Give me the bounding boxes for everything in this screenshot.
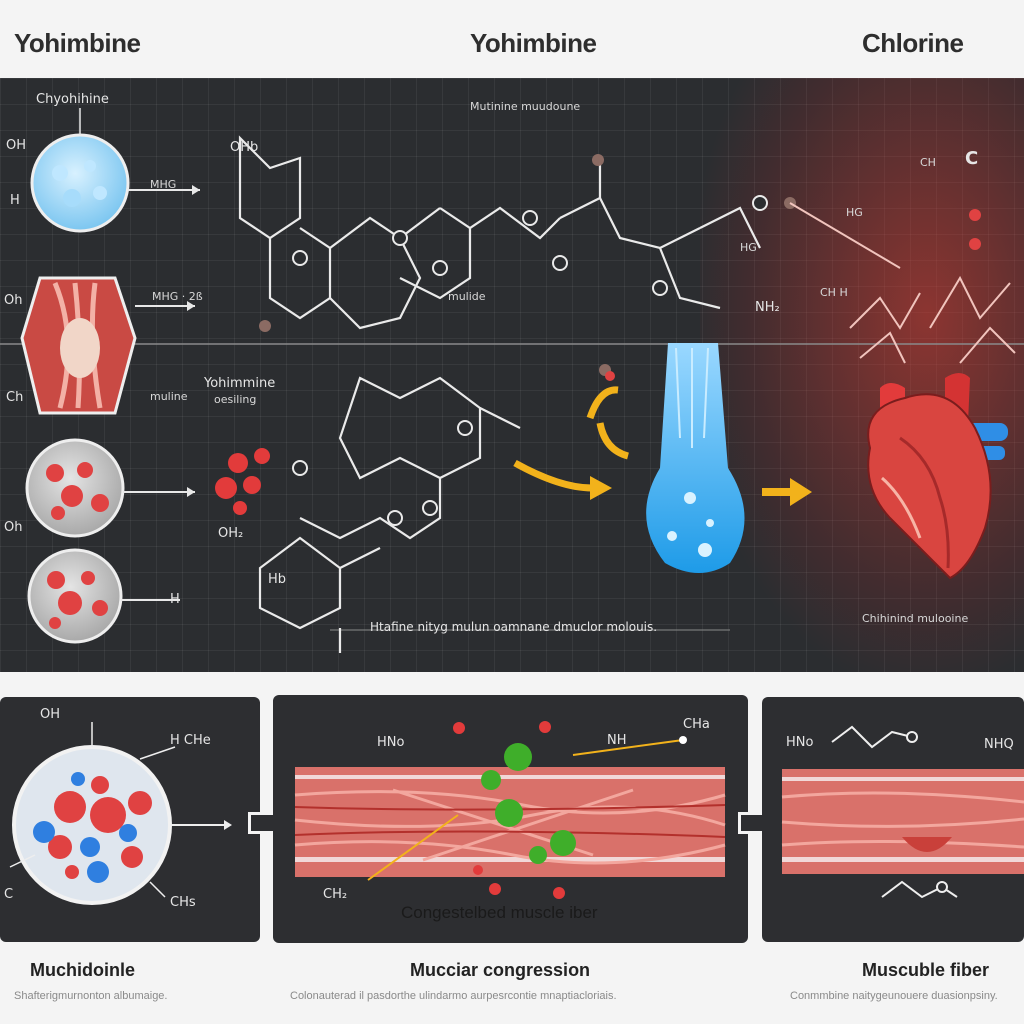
molecule-drawing <box>0 108 1024 653</box>
label-oh-3: Oh <box>4 520 23 535</box>
title-right: Chlorine <box>862 28 964 58</box>
heart-caption: Chihinind mulooine <box>862 612 969 625</box>
fiber-text: Congestelbed muscle iber <box>401 903 598 922</box>
label-ch-right: CH <box>920 156 936 169</box>
red-glow <box>700 78 1024 672</box>
label-mhg: MHG <box>150 178 177 191</box>
title-left: Yohimbine <box>14 28 141 58</box>
panel-left-label-chs: CHs <box>170 895 196 910</box>
water-drop <box>646 343 745 573</box>
panel-center: HNo NH CHa CH₂ Congestelbed muscle iber <box>273 695 748 943</box>
label-hg-right2: HG <box>740 241 757 254</box>
blue-cell-circle <box>30 133 130 233</box>
panel-right-label-nhq: NHQ <box>984 737 1014 752</box>
panel-right-label-hn: HNo <box>786 735 814 750</box>
label-muline: muline <box>150 390 188 403</box>
caption-left: Muchidoinle <box>30 960 135 980</box>
panel-left-label-c: C <box>4 887 14 902</box>
label-c-right: C <box>965 148 979 169</box>
label-ch-1: Ch <box>6 390 24 405</box>
label-yohimine: Yohimmine <box>204 376 276 391</box>
yellow-arrow-2 <box>762 488 792 496</box>
caption-center: Mucciar congression <box>410 960 591 980</box>
label-h: H <box>10 193 20 208</box>
subcaption-right: Conmmbine naitygeunouere duasionpsiny. <box>790 990 998 1002</box>
label-top-left: Chyohihine <box>36 92 109 107</box>
panel-left-label-oh: OH <box>40 707 61 722</box>
panel-left: OH H CHe C CHs <box>0 697 260 942</box>
label-chh-right: CH H <box>820 286 848 299</box>
label-mulide: mulide <box>448 290 486 303</box>
label-oesiling: oesiling <box>214 393 257 406</box>
panel-center-label-hn: HNo <box>377 735 405 750</box>
panel-right: HNo NHQ <box>762 697 1024 942</box>
label-oh-2: Oh <box>4 293 23 308</box>
label-h-2: H <box>170 592 180 607</box>
heart-illustration <box>867 373 1008 580</box>
subcaption-left: Shafterigmurnonton albumaige. <box>14 990 168 1002</box>
panel-center-label-nh: NH <box>607 733 627 748</box>
panel-left-label-hche: H CHe <box>170 733 211 748</box>
label-hb: Hb <box>268 572 287 587</box>
bottom-caption: Htafine nityg mulun oamnane dmuclor molo… <box>370 620 658 634</box>
diagram-board: Chyohihine Mutinine muudoune OH H MHG MH… <box>0 78 1024 672</box>
panel-center-label-ch2: CH₂ <box>323 887 348 902</box>
label-mhg-2: MHG · 2ß <box>152 290 203 303</box>
label-oh2: OH₂ <box>218 526 244 541</box>
subcaption-center: Colonauterad il pasdorthe ulindarmo aurp… <box>290 990 617 1002</box>
title-center: Yohimbine <box>470 28 597 58</box>
label-ohb: OHb <box>230 140 259 155</box>
label-nh: NH₂ <box>755 300 780 315</box>
label-top-center: Mutinine muudoune <box>470 100 581 113</box>
panel-center-label-ch: CHa <box>683 717 710 732</box>
label-hg-right: HG <box>846 206 863 219</box>
caption-right: Muscuble fiber <box>862 960 990 980</box>
yellow-arrow-1 <box>513 459 593 492</box>
label-oh-1: OH <box>6 138 27 153</box>
